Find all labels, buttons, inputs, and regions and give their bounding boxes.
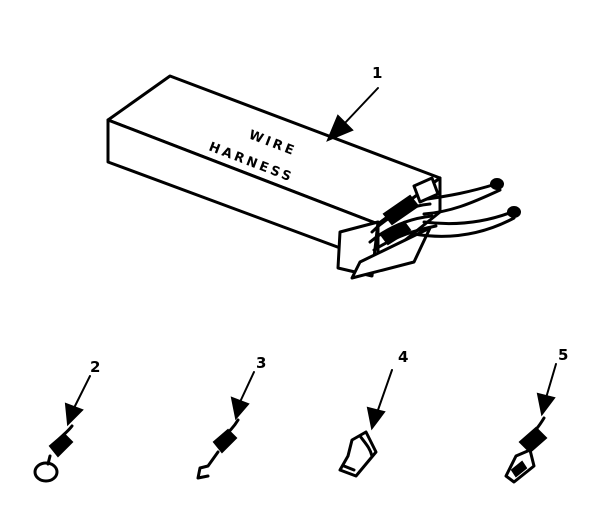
box-flap-bottom [350, 226, 432, 280]
wire-harness-box: WIRE HARNESS [106, 74, 521, 280]
terminal-part-4: 4 [338, 348, 408, 478]
wire-terminal-tip-1 [490, 178, 504, 190]
wire-bundle-dark-2 [380, 220, 412, 246]
terminal-2-neck [46, 454, 52, 466]
terminal-3-crimp [212, 428, 238, 454]
terminal-3-hook [196, 450, 220, 480]
wire-bundle-3 [372, 224, 438, 252]
callout-1-label: 1 [372, 64, 382, 82]
callout-3-leader [239, 371, 255, 403]
terminal-part-3: 3 [196, 354, 266, 480]
terminal-2-ring [33, 461, 59, 483]
callout-3-arrowhead [230, 396, 250, 421]
callout-5-arrowhead [536, 392, 556, 417]
terminal-5-crimp [518, 426, 548, 454]
callout-4-label: 4 [398, 348, 408, 366]
terminal-5-detail [510, 460, 528, 478]
callout-1-leader [343, 87, 379, 125]
wire-lead-3 [422, 210, 514, 225]
callout-4-leader [377, 369, 393, 411]
wire-bundle-dark [382, 194, 420, 226]
callout-2-leader [73, 375, 91, 409]
terminal-2-crimp [48, 432, 74, 458]
callout-3-label: 3 [256, 354, 266, 372]
connector-block [412, 176, 440, 204]
callout-5-leader [545, 363, 557, 399]
callout-5-label: 5 [558, 346, 568, 364]
wire-lead-4 [412, 216, 516, 238]
terminal-4-detail [342, 464, 356, 472]
wire-terminal-tip-2 [507, 206, 521, 218]
callout-2-label: 2 [90, 358, 100, 376]
terminal-part-2: 2 [33, 358, 100, 483]
callout-4-arrowhead [366, 406, 386, 431]
callout-2-arrowhead [64, 402, 84, 427]
terminal-4-crimp [358, 434, 374, 458]
callout-1: 1 [326, 64, 382, 142]
wire-lead-2 [422, 188, 502, 216]
callout-1-arrowhead [326, 114, 354, 142]
terminal-part-5: 5 [504, 346, 568, 484]
